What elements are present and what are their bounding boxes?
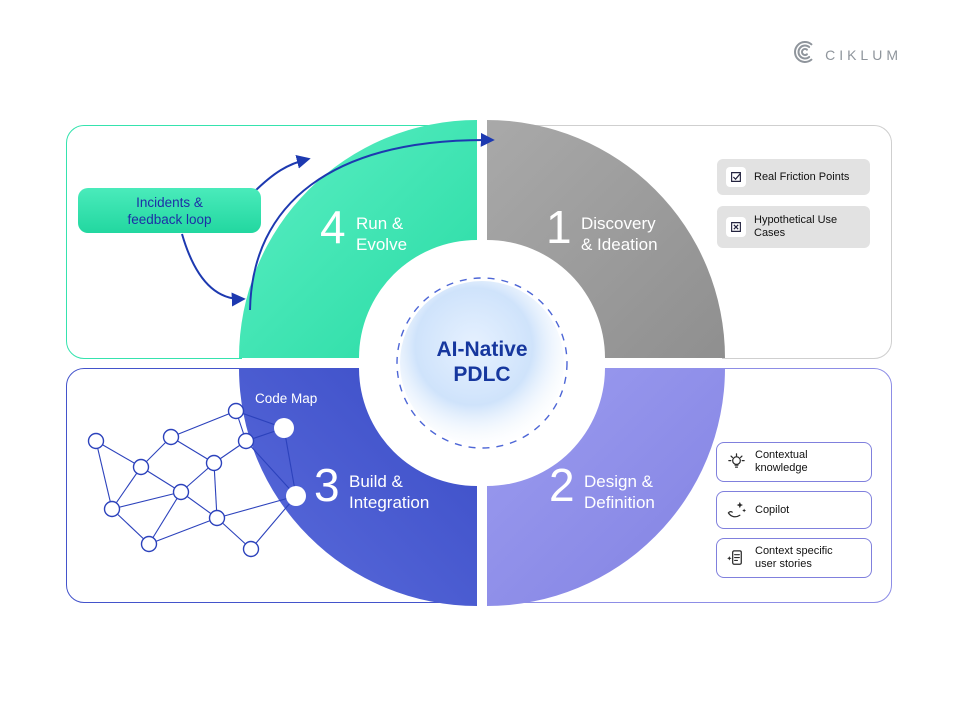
badge-hypothetical-use-cases: Hypothetical Use Cases (717, 206, 870, 248)
quadrant-number-run: 4 (320, 201, 346, 253)
quadrant-number-design: 2 (549, 459, 575, 511)
quadrant-label-run: Run & Evolve (356, 214, 408, 254)
discovery-badges: Real Friction Points Hypothetical Use Ca… (717, 159, 870, 248)
badge-context-specific-user-stories: Context specific user stories (716, 538, 872, 578)
quadrant-label-discovery: Discovery & Ideation (581, 214, 658, 254)
panel-run-evolve (66, 125, 482, 359)
checkbox-crossed-icon (726, 217, 746, 237)
badge-copilot: Copilot (716, 491, 872, 529)
ciklum-logo-icon (793, 40, 817, 69)
incidents-feedback-badge: Incidents & feedback loop (78, 188, 261, 233)
checkbox-checked-icon (726, 167, 746, 187)
center-title: AI-Native PDLC (436, 338, 528, 386)
badge-label: Context specific user stories (755, 545, 833, 570)
badge-label: Hypothetical Use Cases (754, 214, 838, 239)
quadrant-label-design: Design & Definition (584, 472, 655, 512)
lightbulb-icon (726, 452, 747, 473)
document-sparkle-icon (726, 548, 747, 569)
code-map-label: Code Map (255, 391, 318, 406)
quadrant-number-build: 3 (314, 459, 340, 511)
badge-label: Copilot (755, 503, 790, 516)
badge-label: Real Friction Points (754, 170, 850, 183)
brand-name: CIKLUM (825, 46, 902, 63)
brand-logo: CIKLUM (793, 40, 902, 69)
badge-real-friction-points: Real Friction Points (717, 159, 870, 195)
hand-sparkles-icon (726, 500, 747, 521)
design-badges: Contextual knowledge Copilot Context s (716, 442, 872, 578)
quadrant-number-discovery: 1 (546, 201, 572, 253)
badge-label: Contextual knowledge (755, 449, 808, 474)
badge-contextual-knowledge: Contextual knowledge (716, 442, 872, 482)
quadrant-label-build: Build & Integration (349, 472, 430, 512)
